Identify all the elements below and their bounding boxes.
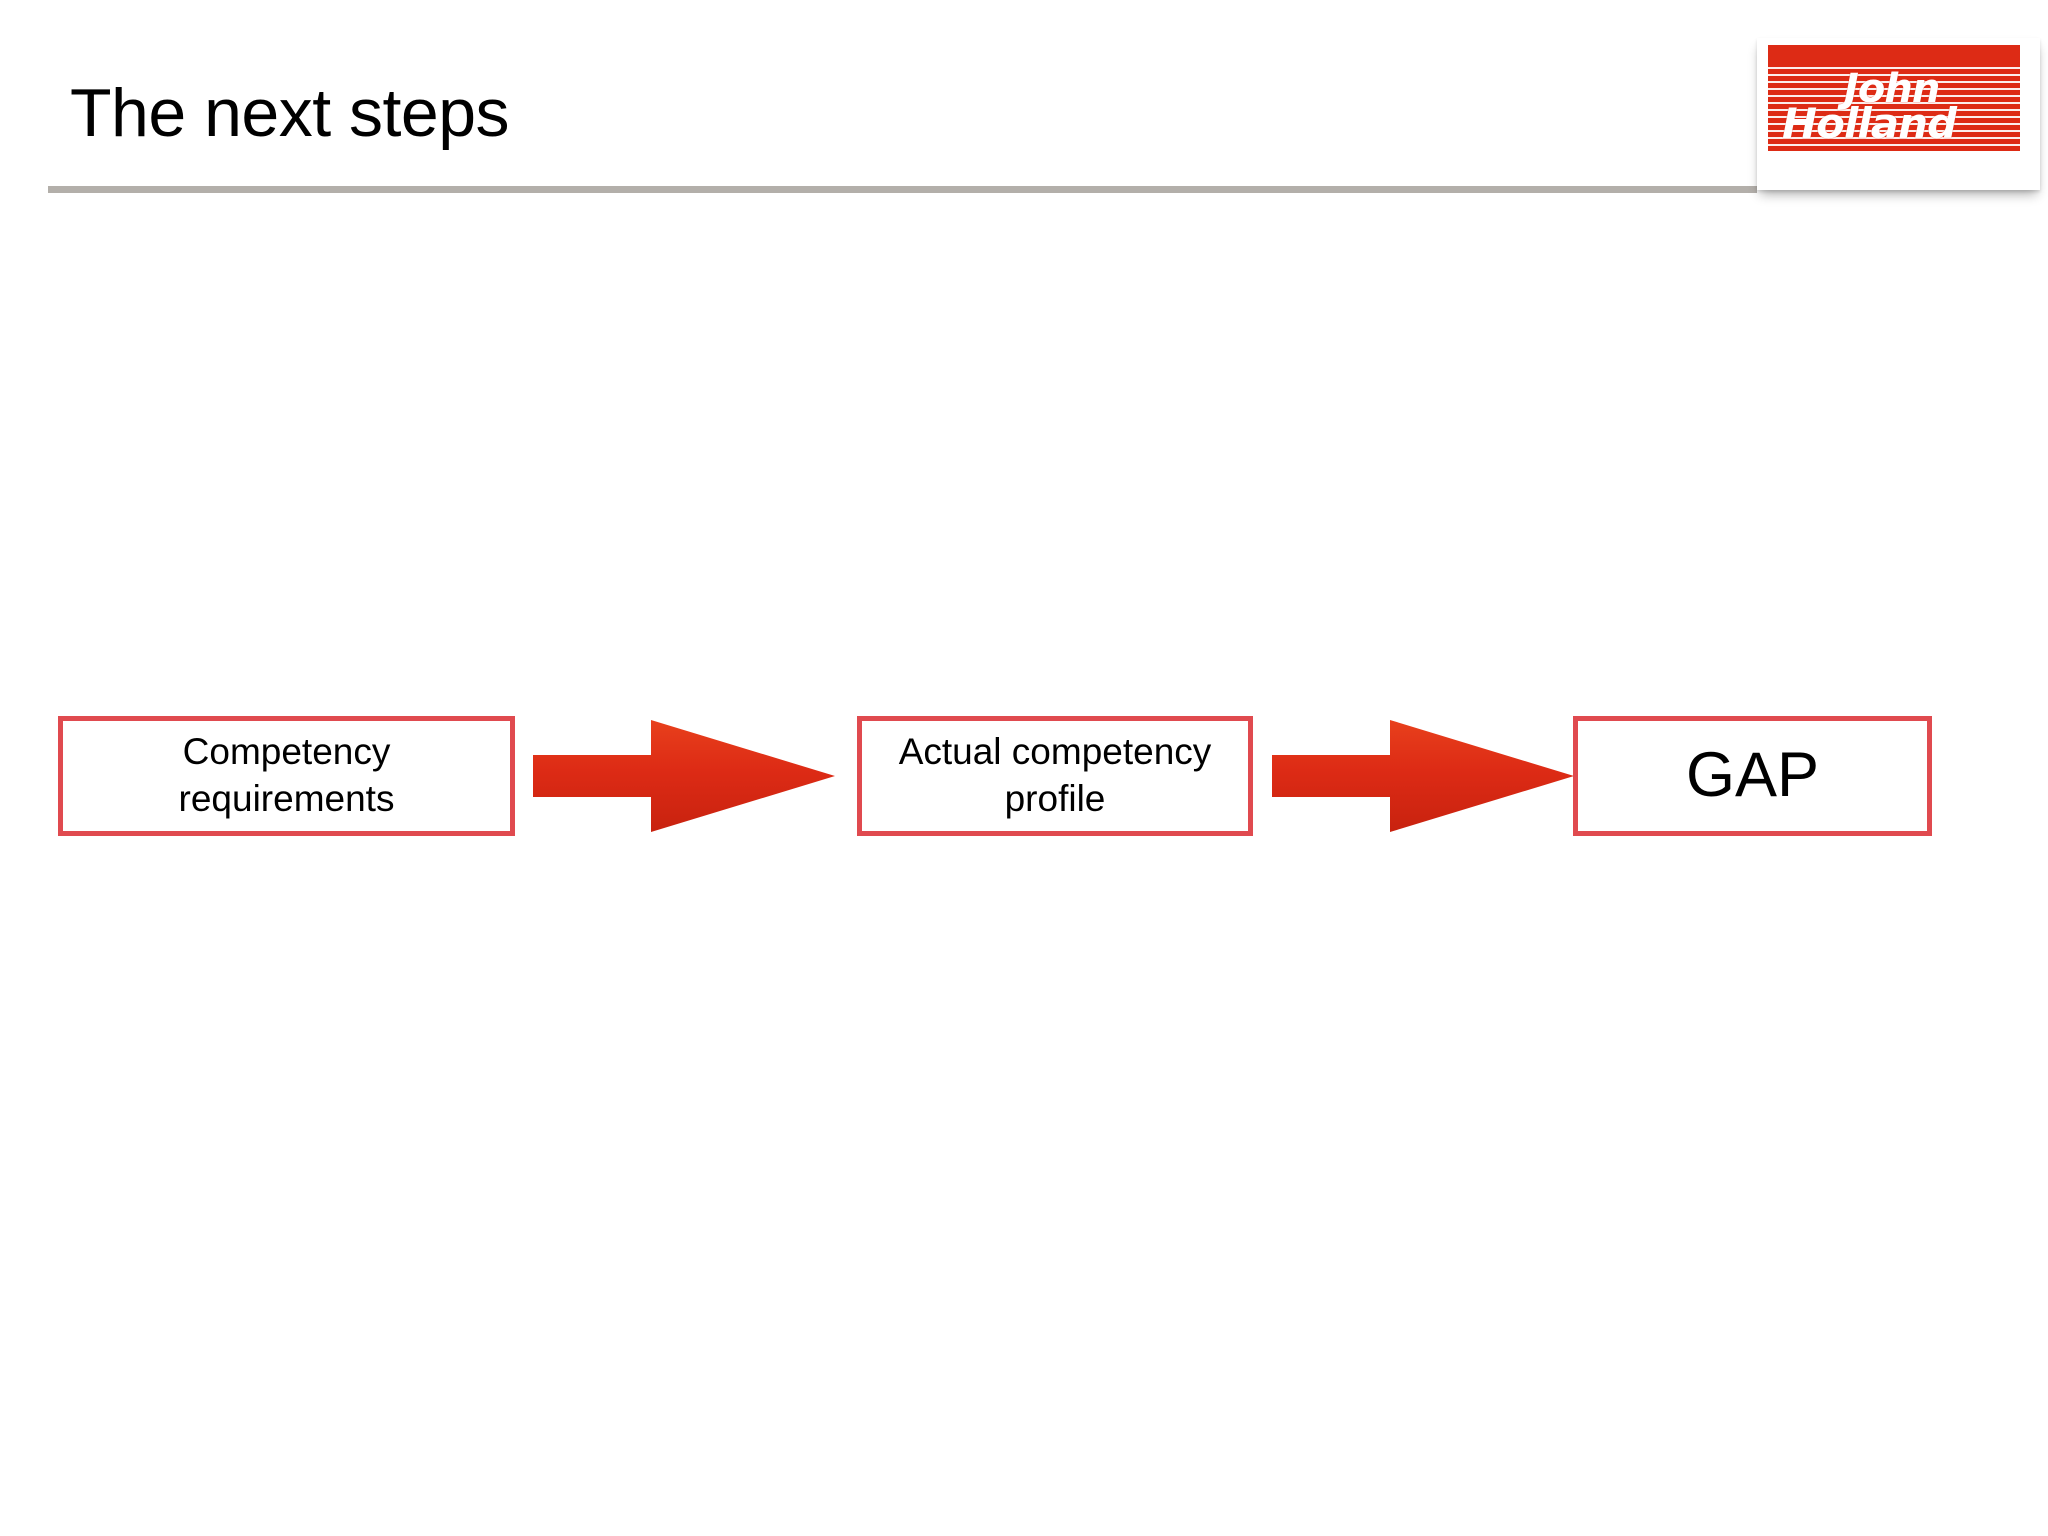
flow-step-label: GAP (1685, 740, 1820, 811)
logo-text-holland: Holland (1782, 99, 1957, 148)
logo-text-john: John (1844, 66, 1940, 112)
logo-card: John Holland (1757, 38, 2040, 190)
flow-step-competency-requirements: Competency requirements (58, 716, 515, 836)
right-arrow-icon (533, 716, 835, 836)
flow-step-label: Actual competency profile (898, 731, 1212, 819)
right-arrow-icon (1272, 716, 1574, 836)
flow-step-gap: GAP (1573, 716, 1932, 836)
john-holland-logo: John Holland (1768, 45, 2020, 151)
flow-step-actual-competency-profile: Actual competency profile (857, 716, 1253, 836)
logo-wordmark: John Holland (1768, 45, 2020, 151)
title-divider (48, 186, 1757, 193)
page-title: The next steps (70, 75, 510, 151)
flow-step-label: Competency requirements (178, 731, 395, 819)
logo-stripes (1768, 67, 2020, 151)
